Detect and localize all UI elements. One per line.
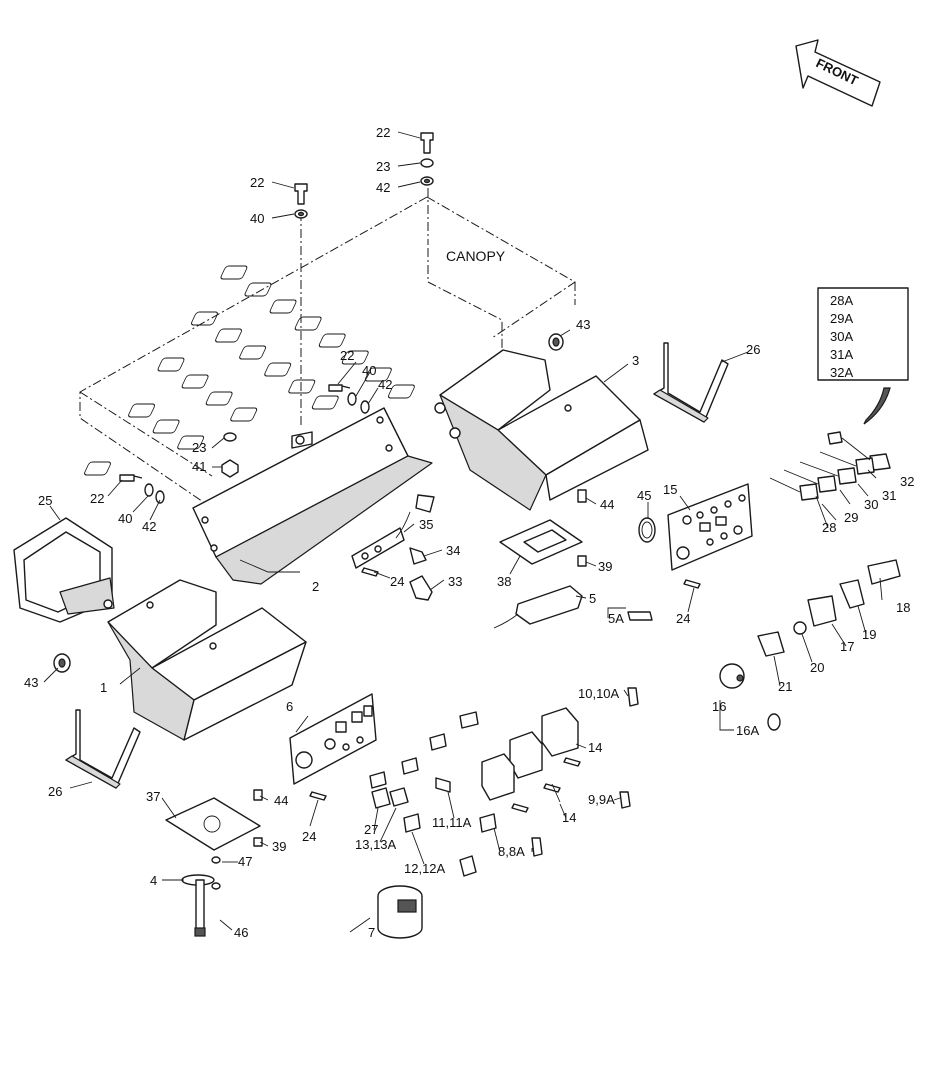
callout-label: 28 <box>822 520 836 535</box>
right-housing <box>434 333 649 511</box>
legend-item: 32A <box>830 365 853 380</box>
rocker-switches-right <box>719 559 901 689</box>
callout-label: 24 <box>676 611 690 626</box>
callout-label: 16 <box>712 699 726 714</box>
beam-bracket <box>119 384 433 585</box>
small-switch-panel <box>351 494 435 601</box>
callout-label: 47 <box>238 854 252 869</box>
callout-label: 27 <box>364 822 378 837</box>
callout-label: 42 <box>376 180 390 195</box>
callout-label: 39 <box>598 559 612 574</box>
callout-label: 14 <box>562 810 576 825</box>
callout-curve-arrow-icon <box>863 387 891 425</box>
canopy-label: CANOPY <box>446 248 506 264</box>
mount-plate <box>165 797 261 937</box>
mount-bracket-left <box>65 709 141 789</box>
callout-label: 11,11A <box>432 815 472 830</box>
callout-label: 43 <box>576 317 590 332</box>
callout-label: 39 <box>272 839 286 854</box>
callout-label: 40 <box>362 363 376 378</box>
left-housing <box>53 579 307 741</box>
callout-label: 37 <box>146 789 160 804</box>
callout-label: 4 <box>150 873 157 888</box>
callout-label: 34 <box>446 543 460 558</box>
callout-label: 22 <box>340 348 354 363</box>
callout-label: 40 <box>250 211 264 226</box>
callout-label: 5A <box>608 611 624 626</box>
callout-label: 3 <box>632 353 639 368</box>
callout-label: 22 <box>376 125 390 140</box>
harness-connectors-mid <box>369 711 497 877</box>
switch-panel-right <box>638 483 753 571</box>
callout-label: 44 <box>600 497 614 512</box>
callout-label: 26 <box>48 784 62 799</box>
callout-label: 35 <box>419 517 433 532</box>
callout-label: 7 <box>368 925 375 940</box>
canopy-outline: CANOPY <box>79 188 576 511</box>
callout-label: 5 <box>589 591 596 606</box>
callout-label: 40 <box>118 511 132 526</box>
callout-label: 10,10A <box>578 686 620 701</box>
callout-label: 42 <box>378 377 392 392</box>
legend-item: 29A <box>830 311 853 326</box>
callout-label: 32 <box>900 474 914 489</box>
callout-label: 19 <box>862 627 876 642</box>
mount-bracket-right <box>653 342 729 423</box>
top-hardware <box>294 132 434 219</box>
callout-label: 30 <box>864 497 878 512</box>
legend-box: 28A 29A 30A 31A 32A <box>817 287 909 381</box>
front-arrow-icon: FRONT <box>795 39 881 107</box>
canopy-vent-slots <box>84 265 415 476</box>
work-lamp <box>13 517 115 623</box>
callout-label: 22 <box>250 175 264 190</box>
legend-item: 30A <box>830 329 853 344</box>
legend-item: 31A <box>830 347 853 362</box>
relays <box>481 707 579 801</box>
callout-label: 9,9A <box>588 792 615 807</box>
callout-label: 16A <box>736 723 759 738</box>
callout-label: 24 <box>302 829 316 844</box>
callout-label: 22 <box>90 491 104 506</box>
callout-label: 17 <box>840 639 854 654</box>
callout-labels: 22 23 42 22 40 22 40 42 23 41 22 40 42 2… <box>24 125 914 940</box>
callout-label: 2 <box>312 579 319 594</box>
callout-label: 21 <box>778 679 792 694</box>
callout-label: 45 <box>637 488 651 503</box>
wiring-connectors <box>769 431 891 501</box>
callout-label: 26 <box>746 342 760 357</box>
callout-label: 15 <box>663 482 677 497</box>
switch-panel-left <box>289 693 377 785</box>
callout-label: 33 <box>448 574 462 589</box>
callout-label: 8,8A <box>498 844 525 859</box>
callout-label: 20 <box>810 660 824 675</box>
callout-label: 24 <box>390 574 404 589</box>
callout-label: 46 <box>234 925 248 940</box>
callout-label: 44 <box>274 793 288 808</box>
callout-label: 29 <box>844 510 858 525</box>
dome-light <box>493 519 653 629</box>
callout-label: 18 <box>896 600 910 615</box>
callout-label: 43 <box>24 675 38 690</box>
callout-label: 42 <box>142 519 156 534</box>
callout-label: 41 <box>192 459 206 474</box>
callout-label: 23 <box>192 440 206 455</box>
callout-label: 13,13A <box>355 837 397 852</box>
power-socket <box>377 885 423 939</box>
callout-label: 38 <box>497 574 511 589</box>
callout-label: 31 <box>882 488 896 503</box>
callout-label: 25 <box>38 493 52 508</box>
legend-item: 28A <box>830 293 853 308</box>
callout-label: 14 <box>588 740 602 755</box>
callout-label: 12,12A <box>404 861 446 876</box>
callout-label: 1 <box>100 680 107 695</box>
callout-label: 6 <box>286 699 293 714</box>
callout-label: 23 <box>376 159 390 174</box>
leader-lines <box>43 131 888 933</box>
